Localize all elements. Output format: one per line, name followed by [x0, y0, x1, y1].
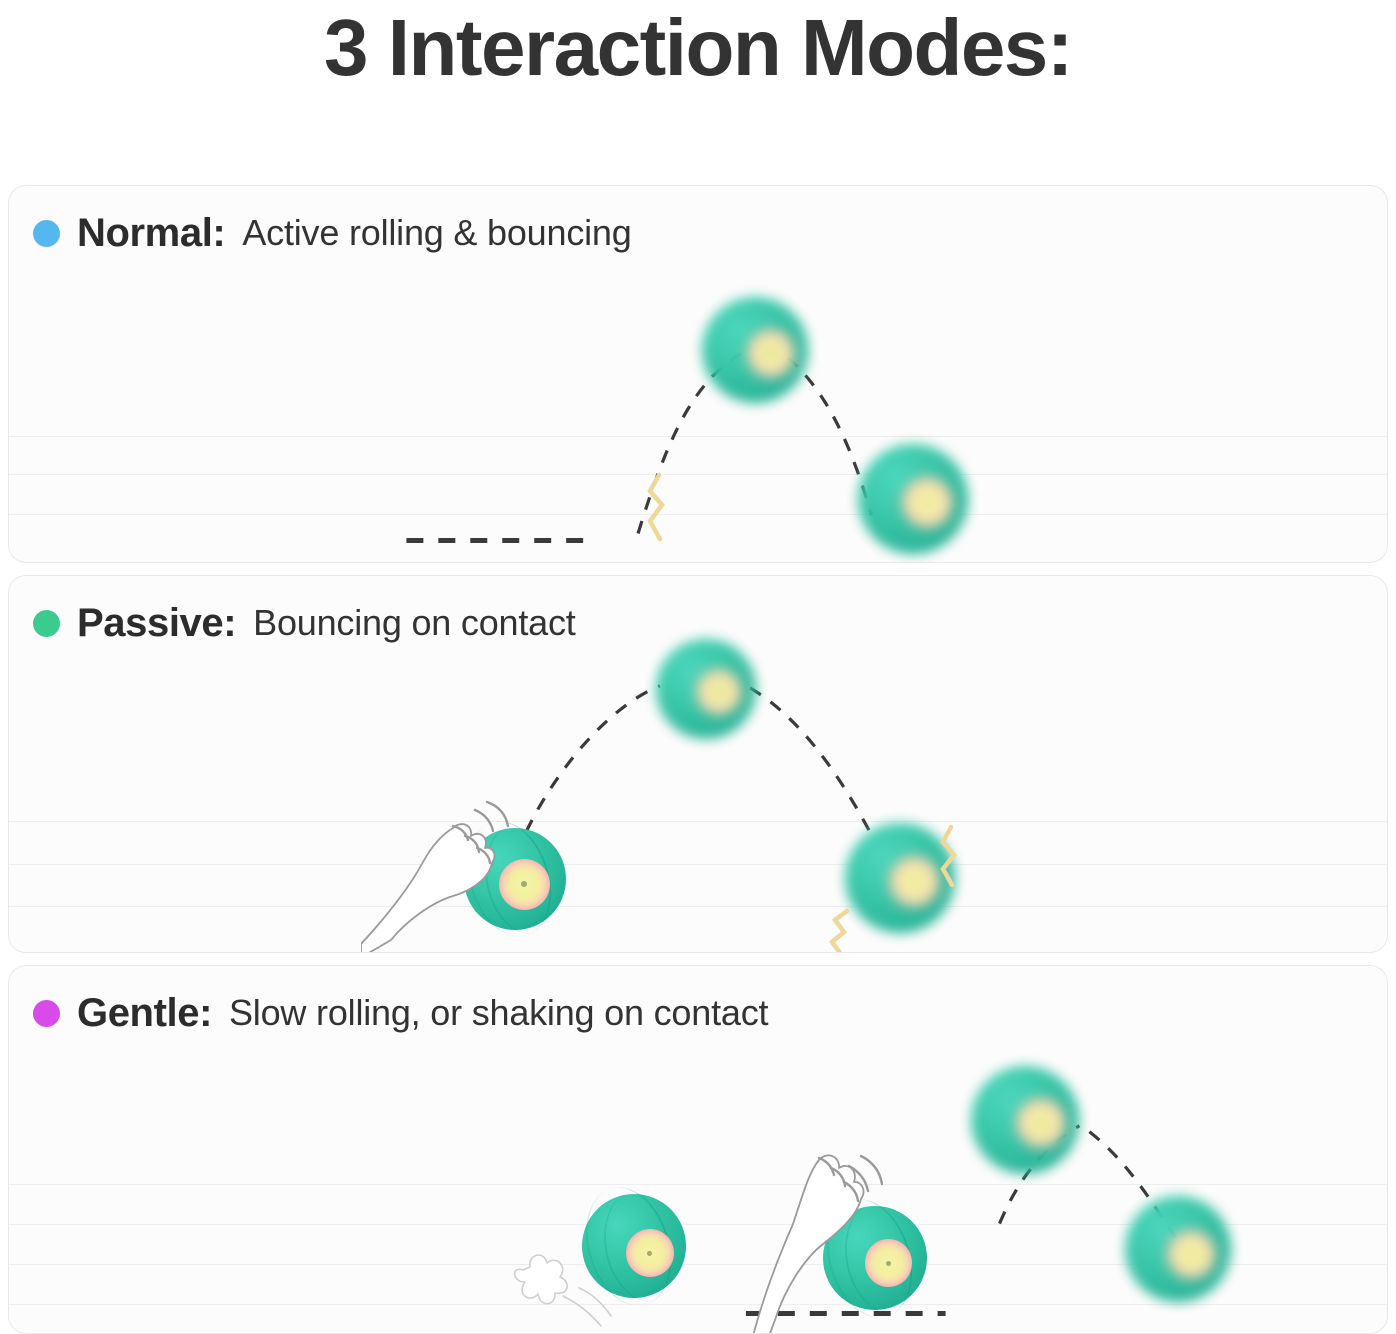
- ball-led-eye-icon: [498, 858, 550, 910]
- ground-gridline: [9, 1264, 1387, 1265]
- ball-led-eye-icon: [889, 856, 940, 907]
- mode-dot-passive-icon: [33, 609, 60, 637]
- mode-card-normal: Normal: Active rolling & bouncing: [8, 185, 1388, 563]
- mode-dot-normal-icon: [33, 219, 60, 247]
- ball-led-eye-icon: [864, 1239, 913, 1288]
- mode-label-passive: Passive:: [77, 601, 237, 645]
- ground-gridline: [9, 864, 1387, 865]
- ball-passive-2: [656, 639, 756, 739]
- ball-gentle-1: [582, 1194, 686, 1298]
- mode-header-passive: Passive: Bouncing on contact: [33, 600, 576, 646]
- ball-gentle-4: [1125, 1196, 1231, 1302]
- mode-card-passive: Passive: Bouncing on contact: [8, 575, 1388, 953]
- ball-passive-3: [845, 823, 955, 933]
- ground-gridline: [9, 1224, 1387, 1225]
- ground-gridline: [9, 821, 1387, 822]
- mode-header-gentle: Gentle: Slow rolling, or shaking on cont…: [33, 990, 768, 1036]
- ball-normal-4: [858, 444, 968, 554]
- ball-passive-1: [464, 828, 566, 930]
- ball-gentle-2: [823, 1206, 927, 1310]
- ball-led-eye-icon: [1167, 1229, 1217, 1279]
- vibration-squiggle-icon: [828, 908, 850, 952]
- ball-led-eye-icon: [902, 477, 953, 528]
- mode-label-normal: Normal:: [77, 211, 226, 255]
- mode-description-passive: Bouncing on contact: [253, 602, 576, 643]
- ball-gentle-3: [971, 1066, 1079, 1174]
- scene-normal: [9, 186, 1387, 562]
- page-title: 3 Interaction Modes:: [324, 3, 1073, 92]
- ground-gridline: [9, 1184, 1387, 1185]
- mode-description-gentle: Slow rolling, or shaking on contact: [229, 992, 769, 1033]
- ball-led-eye-icon: [696, 669, 742, 715]
- ground-gridline: [9, 906, 1387, 907]
- ball-led-eye-icon: [1016, 1098, 1067, 1149]
- mode-card-gentle: Gentle: Slow rolling, or shaking on cont…: [8, 965, 1388, 1334]
- mode-dot-gentle-icon: [33, 999, 60, 1027]
- mode-header-normal: Normal: Active rolling & bouncing: [33, 210, 632, 256]
- vibration-squiggle-icon: [647, 472, 665, 542]
- ball-led-eye-icon: [746, 328, 796, 378]
- mode-description-normal: Active rolling & bouncing: [242, 212, 632, 253]
- ground-gridline: [9, 1304, 1387, 1305]
- ball-led-eye-icon: [625, 1229, 674, 1278]
- ball-normal-3: [702, 297, 808, 403]
- mode-label-gentle: Gentle:: [77, 991, 212, 1035]
